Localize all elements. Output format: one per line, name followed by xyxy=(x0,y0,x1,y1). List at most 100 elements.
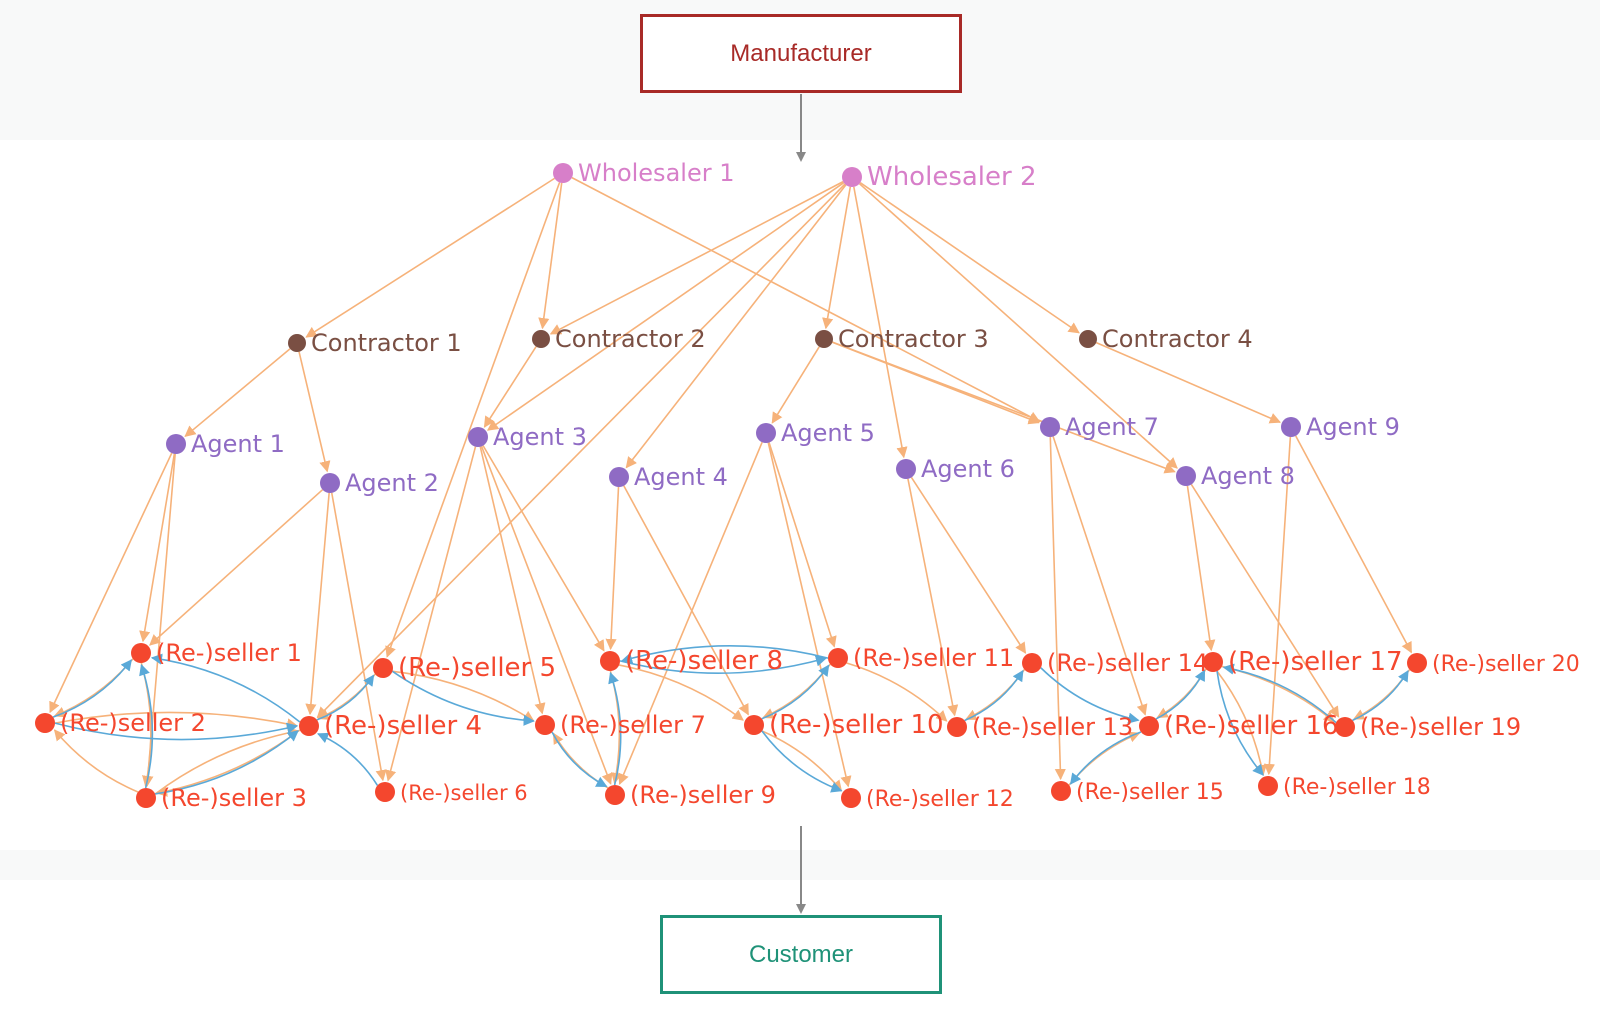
node-w1[interactable]: Wholesaler 1 xyxy=(553,159,734,187)
edge-c3-to-a5 xyxy=(771,346,820,424)
node-label-r11: (Re-)seller 11 xyxy=(853,644,1014,672)
node-label-a9: Agent 9 xyxy=(1306,413,1400,441)
node-label-r19: (Re-)seller 19 xyxy=(1360,713,1521,741)
node-r12[interactable]: (Re-)seller 12 xyxy=(841,787,1014,812)
edge-r19-to-r17 xyxy=(1222,663,1337,724)
node-a9[interactable]: Agent 9 xyxy=(1281,413,1400,441)
node-dot-r17[interactable] xyxy=(1203,652,1223,672)
node-r8[interactable]: (Re-)seller 8 xyxy=(600,646,783,676)
node-dot-r12[interactable] xyxy=(841,788,861,808)
edge-a8-to-r17 xyxy=(1186,485,1216,652)
node-r4[interactable]: (Re-)seller 4 xyxy=(299,711,482,741)
node-dot-r20[interactable] xyxy=(1407,653,1427,673)
edge-r3-to-r2 xyxy=(53,729,139,793)
node-r19[interactable]: (Re-)seller 19 xyxy=(1335,713,1521,741)
node-dot-r15[interactable] xyxy=(1051,781,1071,801)
node-a8[interactable]: Agent 8 xyxy=(1176,462,1295,490)
node-c2[interactable]: Contractor 2 xyxy=(532,325,706,353)
node-r16[interactable]: (Re-)seller 16 xyxy=(1139,711,1339,741)
node-dot-a8[interactable] xyxy=(1176,466,1196,486)
node-r1[interactable]: (Re-)seller 1 xyxy=(131,639,302,667)
node-dot-a7[interactable] xyxy=(1040,417,1060,437)
node-dot-r3[interactable] xyxy=(136,788,156,808)
node-dot-a1[interactable] xyxy=(166,434,186,454)
edge-r16-to-r15 xyxy=(1069,731,1142,785)
node-dot-r5[interactable] xyxy=(373,658,393,678)
node-dot-r13[interactable] xyxy=(947,717,967,737)
node-a3[interactable]: Agent 3 xyxy=(468,423,587,451)
node-dot-r2[interactable] xyxy=(35,713,55,733)
edge-r7-to-r9 xyxy=(551,731,608,788)
node-r2[interactable]: (Re-)seller 2 xyxy=(35,709,206,737)
edge-a2-to-r6 xyxy=(330,492,387,782)
node-dot-r16[interactable] xyxy=(1139,716,1159,736)
node-dot-r11[interactable] xyxy=(828,648,848,668)
node-dot-r9[interactable] xyxy=(605,785,625,805)
node-dot-r4[interactable] xyxy=(299,716,319,736)
node-label-r4: (Re-)seller 4 xyxy=(324,711,482,741)
node-label-r18: (Re-)seller 18 xyxy=(1283,775,1431,800)
node-label-r10: (Re-)seller 10 xyxy=(769,710,944,740)
edge-r13-to-r14 xyxy=(964,669,1024,722)
node-a1[interactable]: Agent 1 xyxy=(166,430,285,458)
node-dot-a2[interactable] xyxy=(320,473,340,493)
node-r7[interactable]: (Re-)seller 7 xyxy=(535,711,706,739)
node-c3[interactable]: Contractor 3 xyxy=(815,325,989,353)
node-dot-w1[interactable] xyxy=(553,163,573,183)
node-label-r13: (Re-)seller 13 xyxy=(972,713,1133,741)
node-dot-r7[interactable] xyxy=(535,715,555,735)
edge-a8-to-r19 xyxy=(1190,484,1340,718)
node-r6[interactable]: (Re-)seller 6 xyxy=(375,781,528,805)
node-r17[interactable]: (Re-)seller 17 xyxy=(1203,647,1403,677)
node-dot-r8[interactable] xyxy=(600,651,620,671)
node-r14[interactable]: (Re-)seller 14 xyxy=(1022,649,1208,677)
node-dot-a4[interactable] xyxy=(609,467,629,487)
node-dot-r14[interactable] xyxy=(1022,653,1042,673)
node-label-r3: (Re-)seller 3 xyxy=(161,784,307,812)
node-dot-a3[interactable] xyxy=(468,427,488,447)
node-dot-r1[interactable] xyxy=(131,643,151,663)
node-dot-r18[interactable] xyxy=(1258,776,1278,796)
node-r13[interactable]: (Re-)seller 13 xyxy=(947,713,1133,741)
node-r18[interactable]: (Re-)seller 18 xyxy=(1258,775,1431,800)
node-c4[interactable]: Contractor 4 xyxy=(1079,325,1253,353)
edge-a7-to-r15 xyxy=(1049,436,1066,781)
node-r15[interactable]: (Re-)seller 15 xyxy=(1051,780,1224,805)
node-dot-a5[interactable] xyxy=(756,423,776,443)
node-dot-a6[interactable] xyxy=(896,459,916,479)
node-w2[interactable]: Wholesaler 2 xyxy=(842,162,1037,192)
node-dot-a9[interactable] xyxy=(1281,417,1301,437)
node-label-a2: Agent 2 xyxy=(345,469,439,497)
node-a5[interactable]: Agent 5 xyxy=(756,419,875,447)
node-c1[interactable]: Contractor 1 xyxy=(288,329,462,357)
edge-r10-to-r12 xyxy=(761,730,843,793)
node-a2[interactable]: Agent 2 xyxy=(320,469,439,497)
node-dot-w2[interactable] xyxy=(842,167,862,187)
node-dot-r19[interactable] xyxy=(1335,717,1355,737)
node-r10[interactable]: (Re-)seller 10 xyxy=(744,710,944,740)
node-dot-r6[interactable] xyxy=(375,782,395,802)
edge-r14-to-r16 xyxy=(1040,667,1140,724)
node-a4[interactable]: Agent 4 xyxy=(609,463,728,491)
node-dot-c3[interactable] xyxy=(815,330,833,348)
node-a6[interactable]: Agent 6 xyxy=(896,455,1015,483)
node-r11[interactable]: (Re-)seller 11 xyxy=(828,644,1014,672)
node-label-c3: Contractor 3 xyxy=(838,325,989,353)
edge-r2-to-r4 xyxy=(54,722,299,741)
node-r9[interactable]: (Re-)seller 9 xyxy=(605,781,776,809)
node-label-a8: Agent 8 xyxy=(1201,462,1295,490)
node-label-r5: (Re-)seller 5 xyxy=(398,653,556,683)
node-r3[interactable]: (Re-)seller 3 xyxy=(136,784,307,812)
edge-a2-to-r4 xyxy=(305,492,330,716)
edge-r9-to-r7 xyxy=(552,732,609,789)
node-dot-c4[interactable] xyxy=(1079,330,1097,348)
node-r5[interactable]: (Re-)seller 5 xyxy=(373,653,556,683)
edge-r4-to-r1 xyxy=(150,653,301,723)
node-dot-c2[interactable] xyxy=(532,330,550,348)
node-r20[interactable]: (Re-)seller 20 xyxy=(1407,652,1580,677)
node-dot-r10[interactable] xyxy=(744,715,764,735)
node-dot-c1[interactable] xyxy=(288,334,306,352)
node-label-r16: (Re-)seller 16 xyxy=(1164,711,1339,741)
node-a7[interactable]: Agent 7 xyxy=(1040,413,1159,441)
